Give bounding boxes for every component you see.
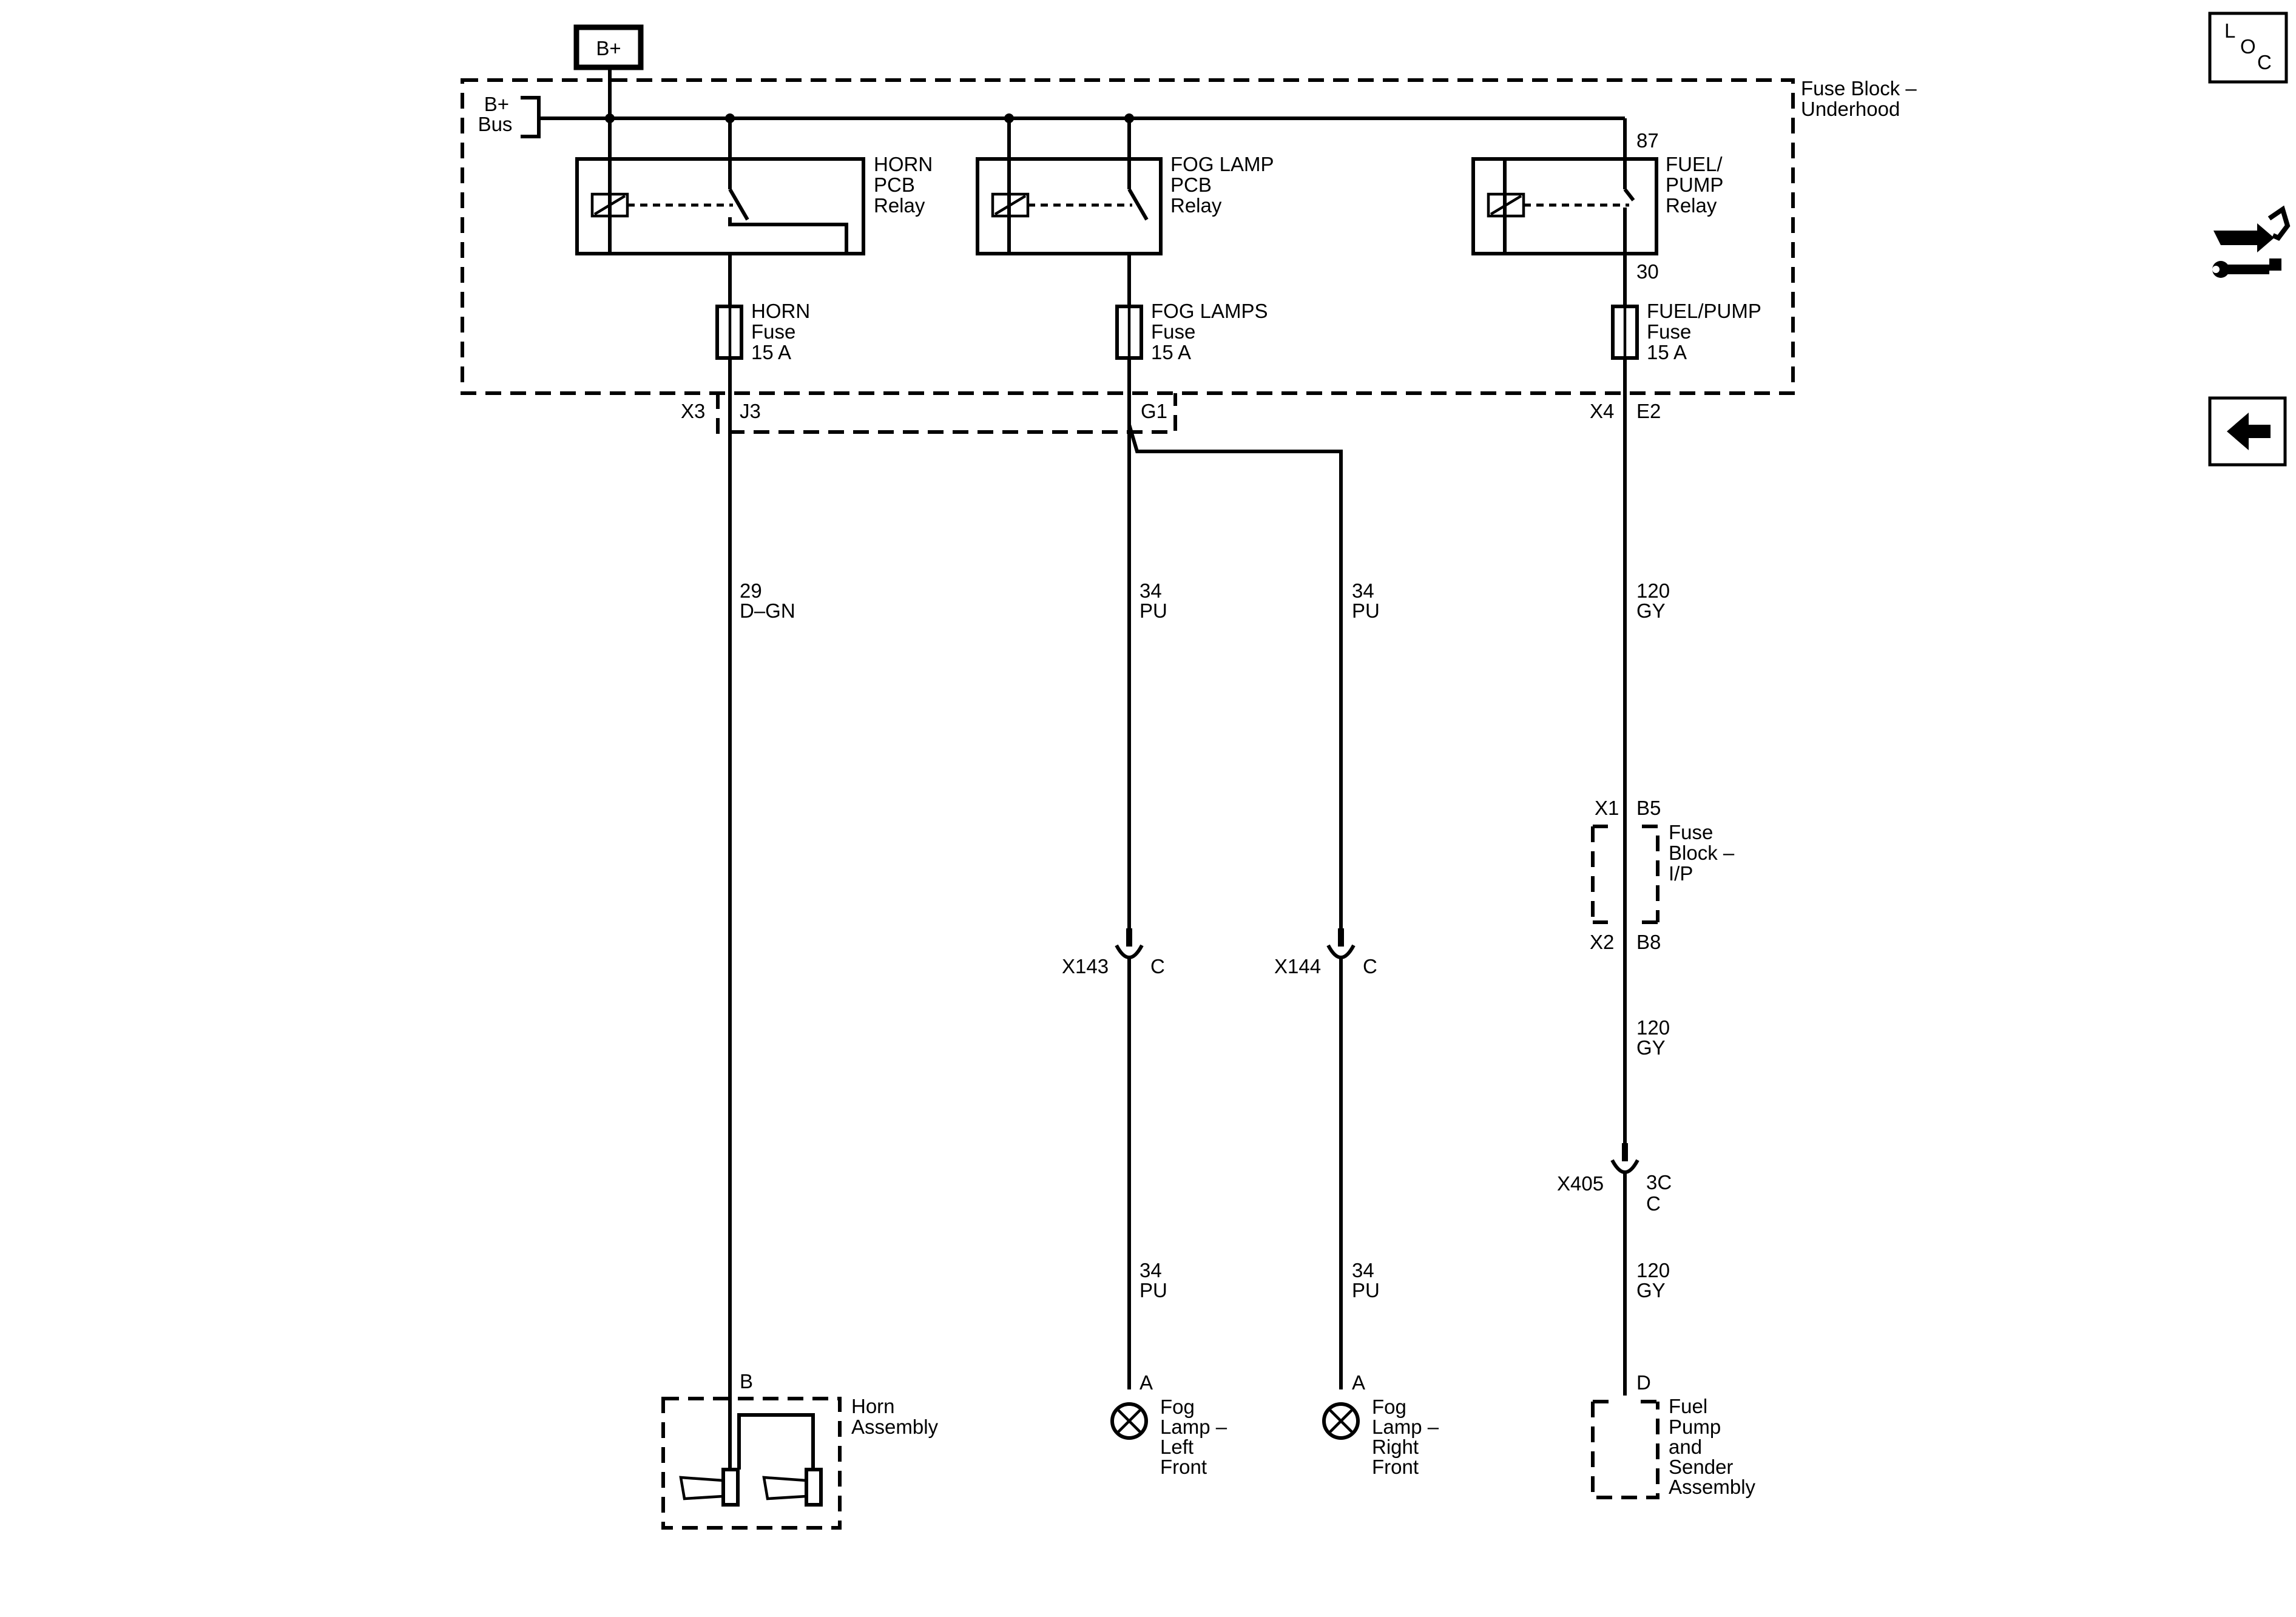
loc-icon: L O C [2224, 19, 2272, 73]
fog-lamp-relay: FOG LAMP PCB Relay [976, 118, 1279, 255]
connector-x4: X4 [1590, 400, 1614, 422]
fuse-block-underhood-label: Fuse Block – Underhood [1801, 77, 1922, 120]
connector-x144: X144 C [1274, 928, 1377, 1389]
fuel-lower-label: 120 GY [1636, 1259, 1675, 1301]
horn-wire-label: 29 D–GN [740, 579, 795, 622]
connector-x405: X405 3C C [1557, 1143, 1677, 1396]
fog-lamp-left-front: A Fog Lamp – Left Front [1110, 1371, 1232, 1478]
fog-lamp-right-front: A Fog Lamp – Right Front [1322, 1371, 1444, 1478]
svg-text:3C C: 3C C [1646, 1171, 1677, 1215]
back-arrow-icon [2227, 413, 2271, 450]
horn-relay: HORN PCB Relay [575, 118, 938, 255]
connector-x3: X3 [681, 400, 705, 422]
svg-text:O: O [2240, 35, 2256, 58]
svg-text:Horn Assembly: Horn Assembly [851, 1395, 939, 1438]
fuel-pump-sender-assembly: D Fuel Pump and Sender Assembly [1591, 1371, 1756, 1499]
fog-lamps-fuse: FOG LAMPS Fuse 15 A [1115, 254, 1274, 363]
fog-left-lower-label: 34 PU [1140, 1259, 1167, 1301]
svg-text:X405: X405 [1557, 1172, 1604, 1195]
svg-text:X144: X144 [1274, 955, 1321, 977]
horn-pin-b: B [740, 1370, 753, 1393]
fuel-mid-label: 120 GY [1636, 1016, 1675, 1059]
svg-text:A: A [1352, 1371, 1365, 1394]
fuel-pump-relay: 87 30 FUEL/ PUMP Relay [1471, 118, 1729, 283]
svg-text:Fog Lamp – Right: Fog Lamp – Right Front [1372, 1396, 1444, 1478]
b-plus-label: B+ [596, 37, 621, 59]
svg-text:B8: B8 [1636, 931, 1661, 953]
horn-assembly: B Horn Assembly [661, 1370, 939, 1530]
horn-speaker-icon [762, 1476, 808, 1501]
back-button[interactable] [2208, 396, 2287, 467]
svg-text:Fog Lamp – Left: Fog Lamp – Left Front [1160, 1396, 1232, 1478]
svg-text:Fuse Block – I/P: Fuse Block – I/P [1669, 821, 1740, 885]
svg-text:C: C [1363, 955, 1377, 977]
lamp-icon [1322, 1402, 1360, 1440]
connector-x143: X143 C [1062, 928, 1165, 1389]
svg-text:X143: X143 [1062, 955, 1109, 977]
b-plus-source: B+ [573, 24, 644, 70]
connector-g1: G1 [1141, 400, 1167, 422]
svg-text:FUEL/PUMP Fuse 15: FUEL/PUMP Fuse 15 A [1647, 300, 1766, 363]
fuel-pump-fuse: FUEL/PUMP Fuse 15 A [1611, 276, 1766, 363]
fuel-pump-relay-label: FUEL/ PUMP Relay [1666, 153, 1729, 217]
lamp-icon [1110, 1402, 1148, 1440]
svg-text:Fuel Pump and: Fuel Pump and Sender Assembly [1669, 1395, 1756, 1498]
fuel-upper-label: 120 GY [1636, 579, 1675, 622]
svg-text:B5: B5 [1636, 797, 1661, 819]
bus-label: B+ Bus [478, 93, 515, 135]
fuel-relay-pin-30: 30 [1636, 260, 1659, 283]
horn-fuse: HORN Fuse 15 A [715, 254, 815, 363]
fog-right-wire-upper [1127, 424, 1343, 934]
loc-button[interactable]: L O C [2208, 12, 2288, 84]
svg-text:C: C [2257, 51, 2272, 73]
svg-text:L: L [2224, 19, 2235, 42]
connector-j3: J3 [740, 400, 761, 422]
fog-left-upper-label: 34 PU [1140, 579, 1167, 622]
svg-text:D: D [1636, 1371, 1651, 1394]
connector-e2: E2 [1636, 400, 1661, 422]
svg-text:X1: X1 [1595, 797, 1619, 819]
horn-speaker-icon [679, 1476, 725, 1501]
svg-text:C: C [1150, 955, 1165, 977]
svg-text:A: A [1140, 1371, 1153, 1394]
fog-lamp-relay-label: FOG LAMP PCB Relay [1170, 153, 1279, 217]
connector-wrench-icon [2212, 205, 2291, 278]
fuel-relay-pin-87: 87 [1636, 129, 1659, 152]
fog-right-upper-label: 34 PU [1352, 579, 1380, 622]
fuse-block-ip: X1 B5 Fuse Block – I/P X2 B8 [1590, 797, 1740, 953]
connector-view-button[interactable] [2207, 194, 2291, 285]
svg-text:FOG LAMPS Fuse 15: FOG LAMPS Fuse 15 A [1151, 300, 1274, 363]
svg-text:HORN Fuse 15 A: HORN Fuse 15 A [751, 300, 815, 363]
fog-right-lower-label: 34 PU [1352, 1259, 1380, 1301]
horn-relay-label: HORN PCB Relay [874, 153, 938, 217]
svg-text:X2: X2 [1590, 931, 1614, 953]
